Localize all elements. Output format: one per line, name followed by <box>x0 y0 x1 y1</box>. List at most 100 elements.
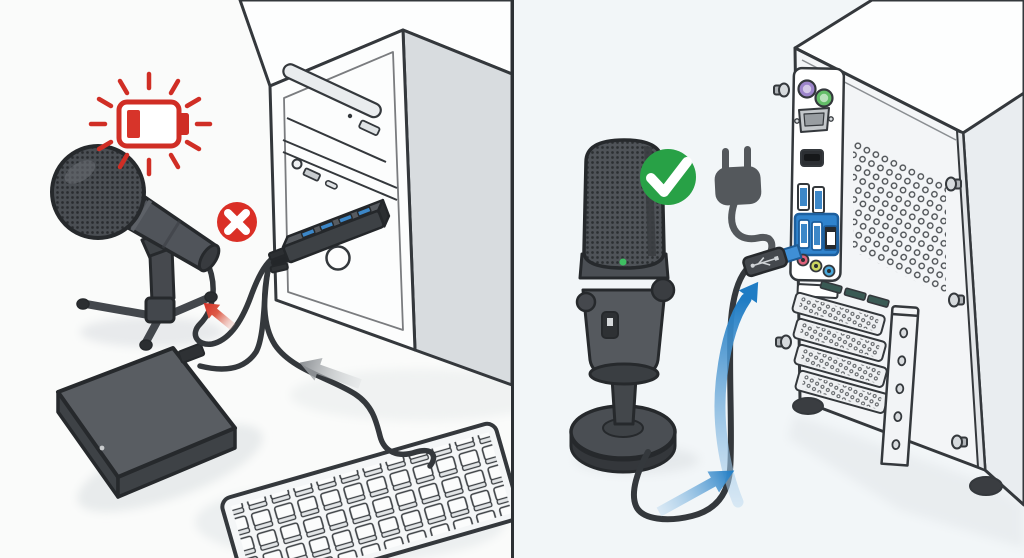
panel-correct-direct-connection <box>514 0 1024 558</box>
keyboard-keys <box>231 432 512 558</box>
rear-io-panel <box>789 66 846 282</box>
battery-alert-ray <box>117 78 130 96</box>
blue-arrow-right-icon <box>656 470 735 517</box>
usb3-port-tab <box>801 224 807 243</box>
thumb-screw <box>948 292 965 308</box>
front-card-slot <box>324 180 338 190</box>
ethernet-port-opening <box>827 232 835 245</box>
front-trim-line <box>282 151 398 201</box>
battery-low-level-bar <box>127 110 140 138</box>
keyboard <box>220 421 512 558</box>
vent-hole-grid <box>853 137 946 296</box>
tower-foot <box>792 397 824 415</box>
battery-alert-ray <box>184 96 202 109</box>
ps2-keyboard-port-center <box>802 84 812 94</box>
mic-mesh-head <box>50 144 146 240</box>
hdd-led <box>99 445 105 451</box>
mic-bottom-cap <box>588 362 660 386</box>
thumb-screw <box>773 82 790 98</box>
hdd-top-face <box>56 346 237 479</box>
success-check-icon <box>640 149 696 205</box>
thumb-screw <box>945 176 962 192</box>
battery-alert-ray <box>184 139 202 152</box>
gpu-port <box>866 294 890 308</box>
highlighted-usb-zone <box>793 212 840 257</box>
rear-edge-trim <box>956 130 986 471</box>
vga-port <box>794 107 834 133</box>
desktop-tower-rear <box>773 0 1024 507</box>
battery-alert-ray <box>117 152 130 170</box>
plug-cable <box>728 200 776 258</box>
mic-ring <box>130 199 153 232</box>
stand-column <box>148 246 176 304</box>
plug-body <box>714 166 762 206</box>
mic-base-side <box>569 432 677 474</box>
drive-activity-led <box>347 113 353 119</box>
battery-alert-ray <box>96 139 114 152</box>
plug-prong <box>744 146 751 172</box>
drive-bay-seam <box>286 117 387 163</box>
gpu-port <box>819 280 843 294</box>
low-battery-icon <box>88 71 213 177</box>
usb-hub <box>268 198 391 274</box>
mic-head-highlight <box>64 160 96 184</box>
external-hard-drive <box>56 342 237 499</box>
front-trim-line <box>282 139 398 189</box>
usb-trident-icon <box>750 255 780 268</box>
eject-button <box>358 119 381 136</box>
tripod-foot <box>139 339 153 351</box>
optical-drive-slot <box>282 63 382 119</box>
mic-end-cap <box>197 243 221 273</box>
power-plug-icon <box>714 146 776 258</box>
bracket-screw-hole <box>897 355 907 367</box>
panel-wrong-hub-connection <box>50 0 512 558</box>
mic-status-led <box>619 258 627 266</box>
error-x-icon <box>217 202 257 242</box>
thumb-screw <box>775 334 792 350</box>
panel-divider <box>511 0 514 558</box>
red-arrow-icon <box>203 302 236 331</box>
bracket-screw-hole <box>893 411 903 423</box>
front-usb-port <box>302 167 321 182</box>
desktop-tower-front <box>238 0 512 387</box>
thumb-screw <box>951 434 968 450</box>
hub-plug-connector <box>269 262 289 274</box>
keyboard-cable <box>261 267 437 469</box>
battery-alert-ray <box>168 78 181 96</box>
usb3-port-tab <box>815 191 822 209</box>
gpu-output-ports <box>819 280 890 308</box>
battery-terminal <box>179 113 189 135</box>
usb3-port-tab <box>800 188 807 206</box>
hub-usb-port <box>319 220 335 231</box>
battery-alert-ray <box>96 96 114 109</box>
hub-usb-port <box>356 206 372 217</box>
ps2-mouse-port-center <box>819 93 829 103</box>
bracket-screw-hole <box>895 383 905 395</box>
hub-usb-port <box>338 213 353 224</box>
mic-seam <box>161 219 182 249</box>
stand-collar <box>144 296 176 324</box>
hdd-usb-connector <box>177 342 206 364</box>
hub-usb-port <box>300 227 316 239</box>
audio-jack-hole <box>801 258 805 262</box>
battery-alert-ray <box>168 152 181 170</box>
tower-foot <box>969 476 1003 496</box>
tripod-foot <box>76 298 90 310</box>
tripod-leg <box>142 316 162 346</box>
usb3-port-tab <box>814 226 820 245</box>
gpu-port <box>843 287 867 301</box>
hub-body <box>282 210 385 264</box>
tripod-leg <box>82 300 158 320</box>
mic-volume-knob <box>650 277 676 303</box>
power-button <box>325 245 351 271</box>
expansion-slot-covers <box>791 291 889 414</box>
bracket-screw-hole <box>891 439 901 450</box>
bracket-screw-hole <box>899 327 909 339</box>
usb-connector <box>742 244 803 278</box>
mic-gain-knob <box>575 291 597 313</box>
audio-jack-hole <box>814 264 818 268</box>
gray-arrow-icon <box>299 358 362 389</box>
headphone-jack <box>291 158 303 170</box>
front-bezel-line <box>283 51 404 331</box>
